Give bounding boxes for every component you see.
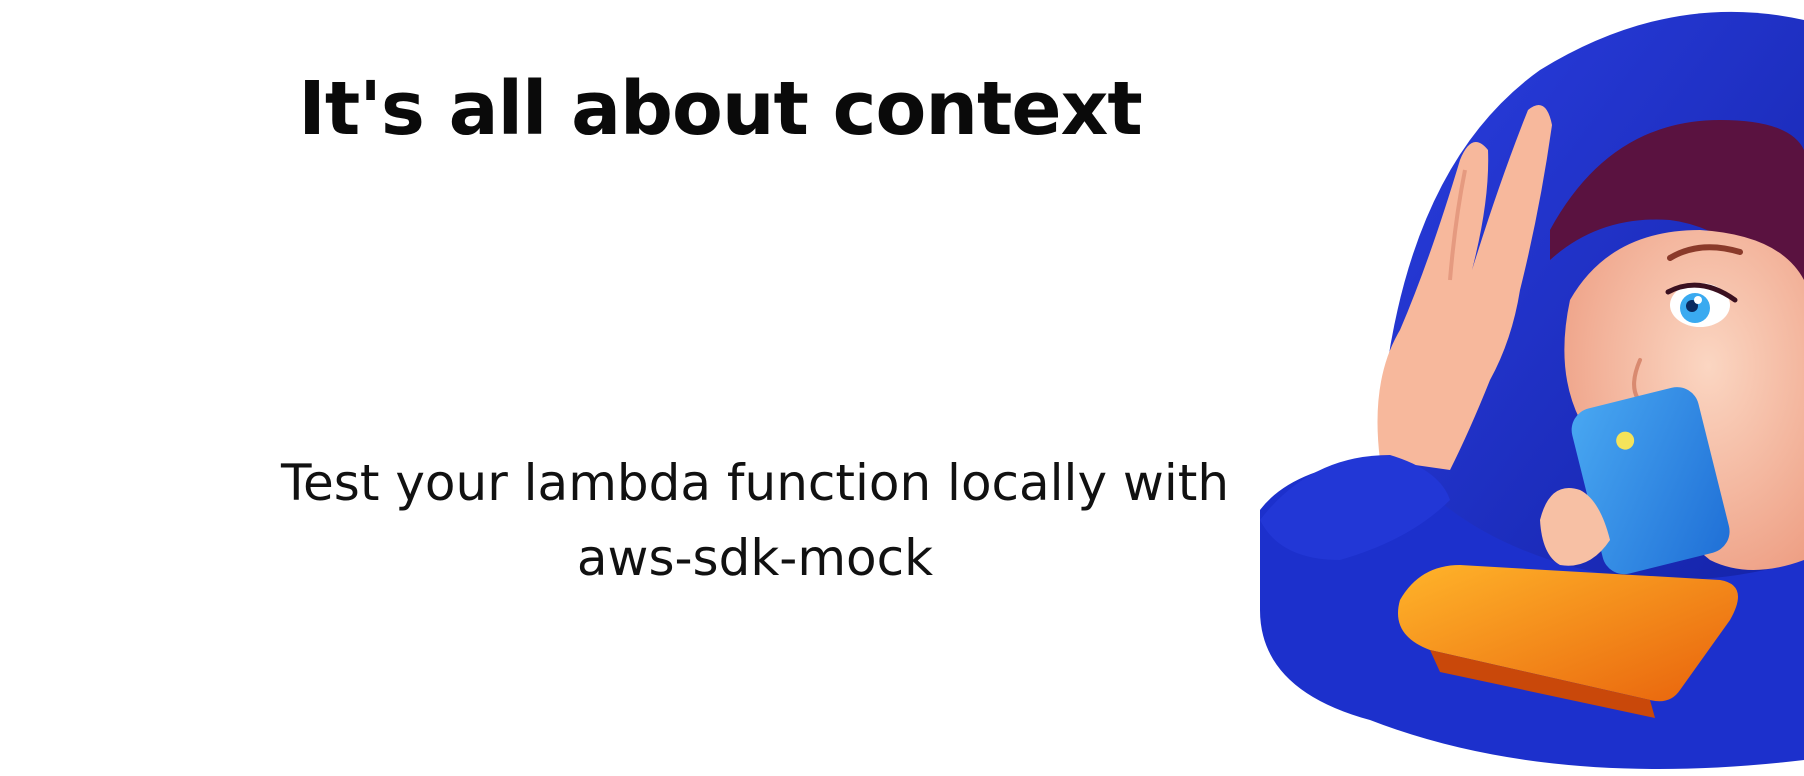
woman-with-phone-illustration [1260, 11, 1804, 769]
holding-fingers [1540, 488, 1610, 566]
hair-shape [1550, 120, 1804, 330]
subtitle-line-2: aws-sdk-mock [576, 529, 934, 587]
orange-tray [1398, 565, 1738, 702]
eyebrow [1667, 244, 1743, 261]
subtitle-line-1: Test your lambda function locally with [280, 454, 1230, 512]
page-title: It's all about context [298, 66, 1142, 152]
phone [1571, 387, 1730, 575]
raised-hand [1377, 105, 1552, 470]
subtitle: Test your lambda function locally with a… [230, 446, 1280, 596]
sleeve-cuff [1260, 455, 1450, 560]
